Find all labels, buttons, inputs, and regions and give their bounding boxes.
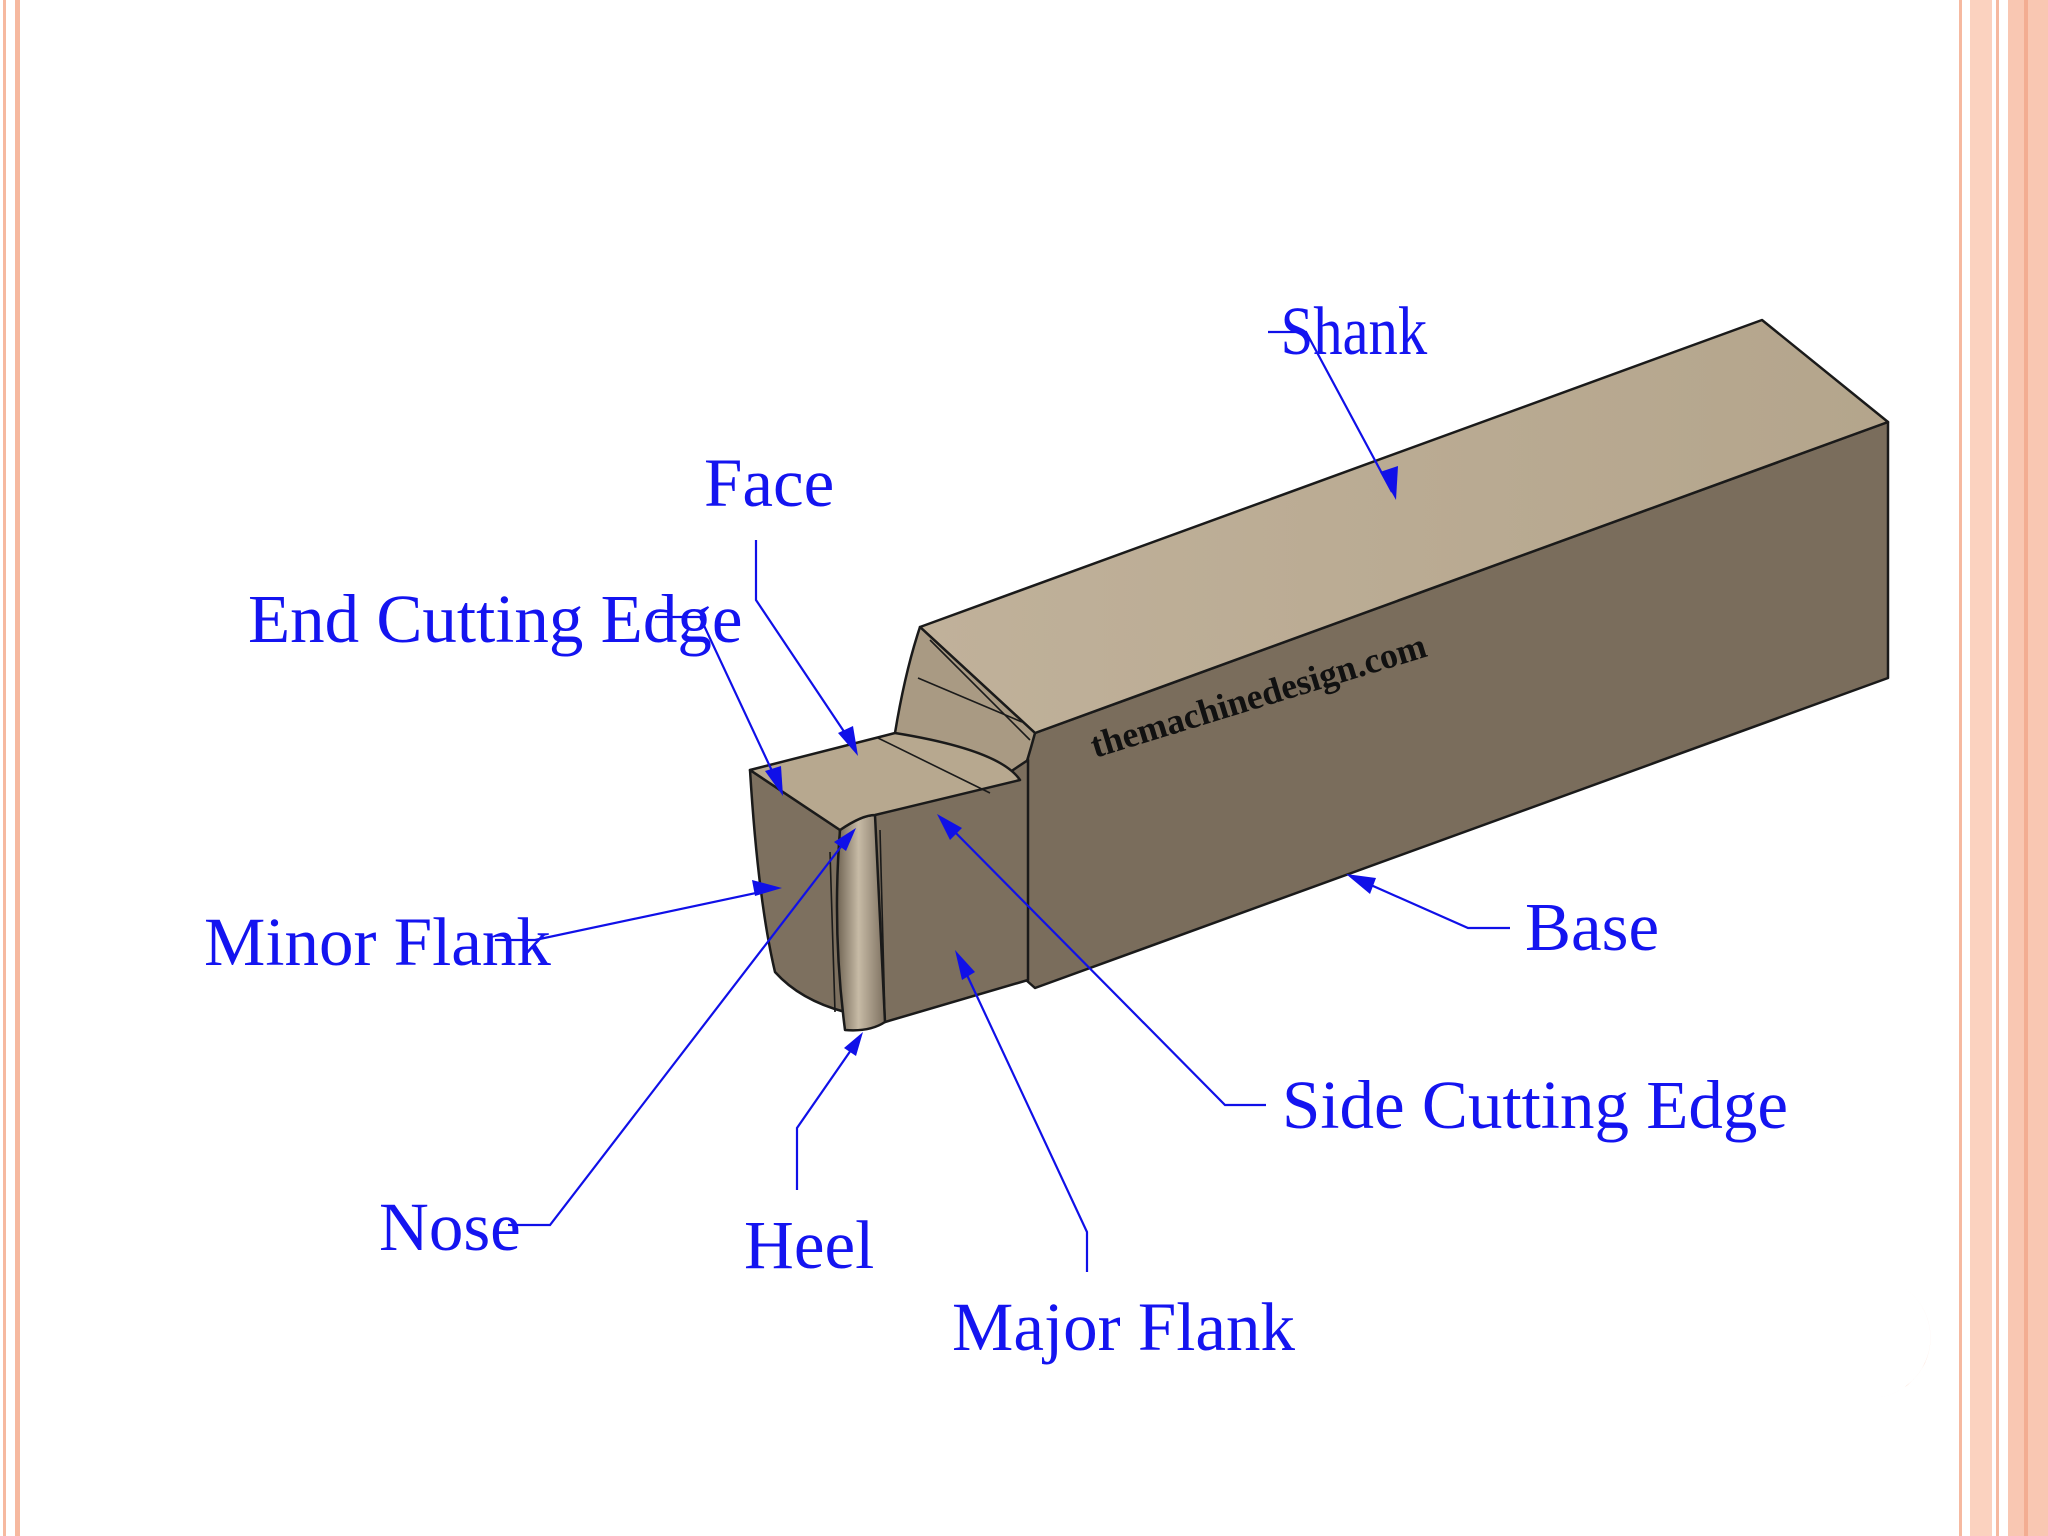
label-face: Face: [704, 445, 834, 521]
base-arrow: [1346, 874, 1376, 894]
leader-lines: [495, 330, 1510, 1272]
label-minor-flank: Minor Flank: [204, 904, 551, 980]
left-border-line: [15, 0, 20, 1536]
shoulder-line: [929, 639, 1031, 741]
side-cutting-edge-leader: [944, 821, 1266, 1107]
right-border-line: [2024, 0, 2028, 1536]
base-leader: [1354, 876, 1510, 930]
label-end-cutting-edge: End Cutting Edge: [248, 581, 742, 657]
face-line: [877, 737, 991, 794]
label-heel: Heel: [744, 1207, 874, 1283]
face-surface: [748, 731, 1022, 832]
right-border-line: [1959, 0, 1962, 1536]
end-cutting-edge-arrow: [765, 766, 783, 796]
tool-body: [748, 318, 1890, 1032]
minor-flank-arrow: [752, 880, 782, 896]
shank-leader: [1268, 330, 1393, 493]
left-border-line: [3, 0, 6, 1536]
heel-arrow: [844, 1032, 863, 1056]
nose-edge-line: [879, 829, 886, 1021]
nose-edge-line: [829, 851, 836, 1013]
label-shank: Shank: [1281, 293, 1428, 370]
label-nose: Nose: [379, 1189, 521, 1265]
right-border-band: [1970, 0, 1992, 1536]
label-major-flank: Major Flank: [952, 1289, 1296, 1365]
face-leader: [754, 540, 856, 749]
right-border-line: [1996, 0, 1999, 1536]
label-base: Base: [1525, 889, 1659, 965]
nose-leader: [508, 834, 851, 1227]
label-side-cutting-edge: Side Cutting Edge: [1282, 1067, 1788, 1143]
nose-arrow: [834, 828, 856, 851]
shank-arrow: [1380, 466, 1398, 500]
end-cutting-edge-leader: [655, 615, 781, 789]
labels: Shank Face End Cutting Edge Minor Flank …: [204, 293, 1788, 1365]
heel-leader: [795, 1039, 859, 1190]
minor-flank-leader: [495, 888, 771, 942]
face-arrow: [838, 726, 858, 756]
major-flank-arrow: [955, 950, 975, 980]
side-cutting-edge-arrow: [937, 814, 962, 840]
major-flank-leader: [959, 959, 1089, 1272]
